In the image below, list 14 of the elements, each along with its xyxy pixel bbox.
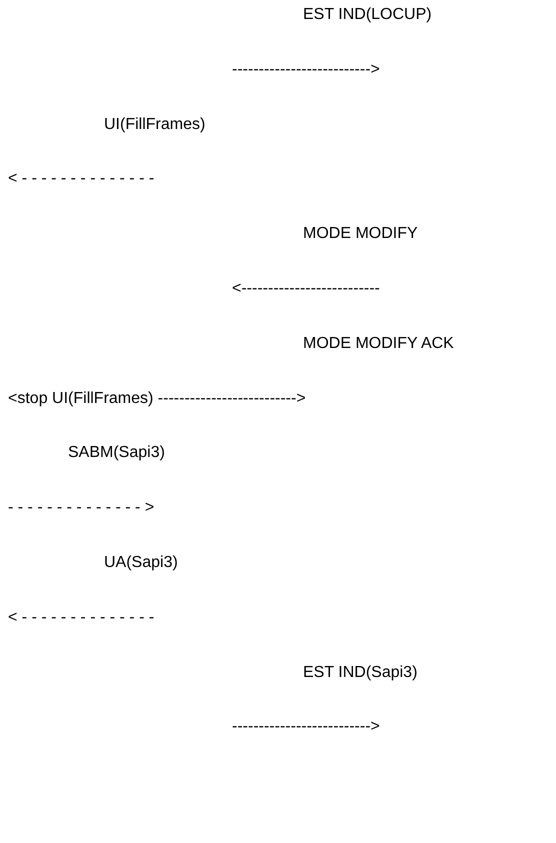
- message-label: MODE MODIFY: [303, 224, 418, 244]
- message-label: <stop UI(FillFrames) -------------------------->: [8, 388, 306, 409]
- message-label: EST IND(LOCUP): [303, 5, 432, 25]
- message-label: SABM(Sapi3): [68, 443, 165, 464]
- message-label: EST IND(Sapi3): [303, 662, 418, 683]
- arrow-text: -------------------------->: [232, 60, 380, 80]
- arrow-text: -------------------------->: [232, 717, 380, 738]
- arrow-text: < - - - - - - - - - - - - - -: [8, 608, 154, 628]
- arrow-text: <--------------------------: [232, 279, 380, 299]
- arrow-text: < - - - - - - - - - - - - - -: [8, 169, 154, 190]
- message-label: UA(Sapi3): [104, 553, 178, 573]
- arrow-text: - - - - - - - - - - - - - - >: [8, 498, 154, 518]
- message-label: UI(FillFrames): [104, 114, 206, 135]
- message-label: MODE MODIFY ACK: [303, 334, 454, 354]
